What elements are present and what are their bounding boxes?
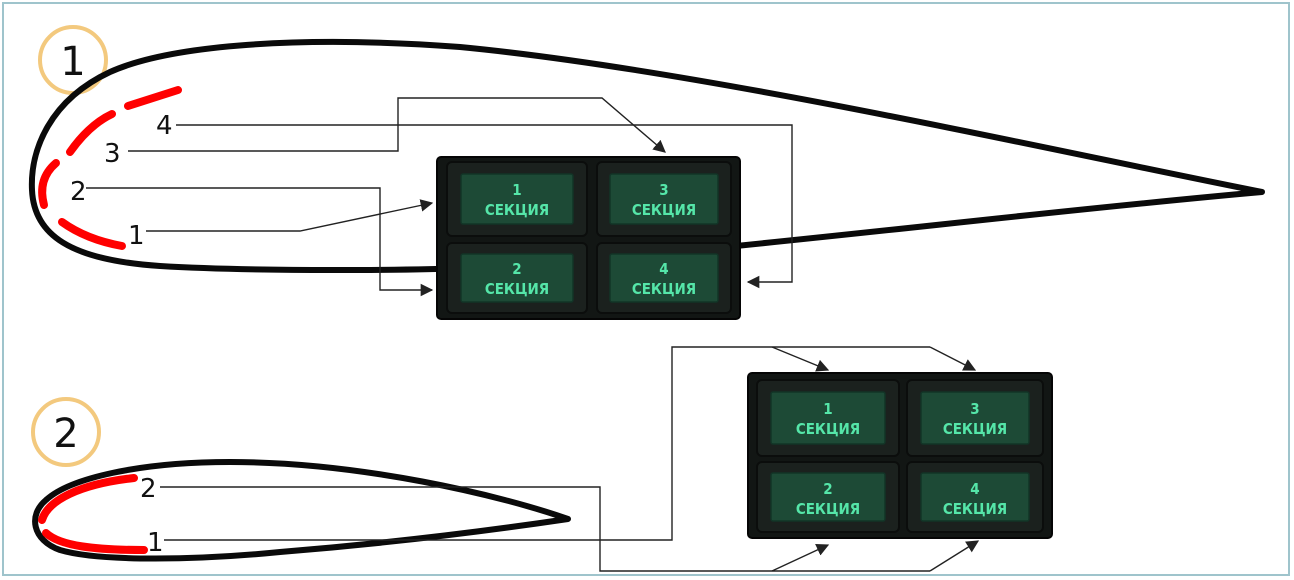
leader-1-2: [86, 187, 434, 297]
panel-2-cell-1: 1 СЕКЦИЯ: [756, 379, 900, 457]
panel-2-cell-4-num: 4: [970, 480, 979, 498]
panel-1-cell-3: 3 СЕКЦИЯ: [596, 161, 732, 237]
leader-2-2b: [929, 540, 980, 572]
panel-1-cell-1-word: СЕКЦИЯ: [485, 201, 549, 219]
heater-small-section-2: [38, 474, 138, 524]
leader-2-1: [164, 346, 930, 541]
badge-2: 2: [31, 397, 101, 467]
panel-1-cell-4-num: 4: [659, 260, 668, 278]
panel-1-cell-2: 2 СЕКЦИЯ: [446, 242, 588, 314]
panel-2-cell-3: 3 СЕКЦИЯ: [906, 379, 1044, 457]
label-small-section-1: 1: [147, 528, 164, 558]
heater-section-2: [38, 159, 60, 209]
panel-2-cell-1-word: СЕКЦИЯ: [796, 420, 860, 438]
label-section-1: 1: [128, 221, 145, 251]
panel-2-cell-2: 2 СЕКЦИЯ: [756, 461, 900, 533]
panel-1-cell-2-num: 2: [512, 260, 521, 278]
panel-2-cell-4-word: СЕКЦИЯ: [943, 500, 1007, 518]
panel-2-cell-2-num: 2: [823, 480, 832, 498]
leader-1-4: [176, 124, 793, 289]
panel-2-cell-2-word: СЕКЦИЯ: [796, 500, 860, 518]
panel-2-cell-4: 4 СЕКЦИЯ: [906, 461, 1044, 533]
leader-2-2: [160, 486, 930, 572]
leader-2-2a: [771, 544, 830, 572]
airfoil-small: [32, 459, 571, 562]
heater-small-section-1: [42, 529, 148, 554]
panel-2-cell-3-num: 3: [970, 400, 979, 418]
badge-1-text: 1: [60, 39, 85, 85]
panel-2-cell-1-num: 1: [823, 400, 832, 418]
panel-1-cell-3-num: 3: [659, 181, 668, 199]
heater-section-4: [124, 86, 182, 110]
heater-section-3: [66, 110, 116, 156]
label-section-3: 3: [104, 139, 121, 169]
leader-2-1a: [771, 346, 830, 372]
leader-2-1b: [929, 346, 977, 371]
badge-2-text: 2: [53, 411, 78, 457]
panel-1-cell-1: 1 СЕКЦИЯ: [446, 161, 588, 237]
panel-1-cell-2-word: СЕКЦИЯ: [485, 280, 549, 298]
panel-2: 1 СЕКЦИЯ 3 СЕКЦИЯ 2 СЕКЦИЯ 4 СЕКЦИЯ: [747, 372, 1053, 539]
leader-1-1: [146, 199, 434, 232]
panel-1-cell-1-num: 1: [512, 181, 521, 199]
panel-1-cell-4-word: СЕКЦИЯ: [632, 280, 696, 298]
panel-1-cell-3-word: СЕКЦИЯ: [632, 201, 696, 219]
label-small-section-2: 2: [140, 474, 157, 504]
badge-1: 1: [38, 25, 108, 95]
heater-section-1: [58, 218, 126, 250]
panel-2-cell-3-word: СЕКЦИЯ: [943, 420, 1007, 438]
panel-1-cell-4: 4 СЕКЦИЯ: [596, 242, 732, 314]
label-section-2: 2: [70, 177, 87, 207]
leader-1-3: [128, 97, 666, 153]
label-section-4: 4: [156, 111, 173, 141]
panel-1: 1 СЕКЦИЯ 3 СЕКЦИЯ 2 СЕКЦИЯ 4 СЕКЦИЯ: [436, 156, 741, 320]
